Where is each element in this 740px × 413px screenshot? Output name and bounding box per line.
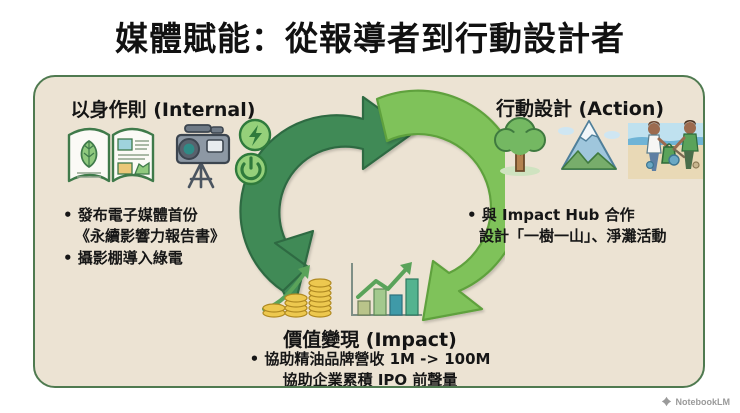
watermark-label: NotebookLM (675, 396, 731, 407)
bullet-internal-2: • 攝影棚導入綠電 (63, 248, 183, 267)
heading-action: 行動設計 (Action) (495, 98, 665, 120)
content-card: 以身作則 (Internal) (33, 75, 705, 388)
mountain-icon (558, 119, 620, 170)
heading-impact: 價值變現 (Impact) (283, 329, 457, 351)
bullet-impact-1: 協助企業累積 IPO 前聲量 (282, 371, 458, 388)
tree-icon (494, 117, 546, 176)
heading-internal: 以身作則 (Internal) (70, 99, 256, 121)
video-camera-icon (175, 118, 272, 189)
bullet-action-1: 設計「一樹一山」、淨灘活動 (479, 227, 667, 246)
icons-action (490, 113, 703, 179)
bullet-action-0: • 與 Impact Hub 合作 (467, 206, 635, 224)
watermark: NotebookLM (661, 396, 731, 407)
page-title: 媒體賦能：從報導者到行動設計者 (115, 19, 625, 58)
bullets-action: • 與 Impact Hub 合作 設計「一樹一山」、淨灘活動 (467, 205, 702, 248)
notebooklm-logo-icon (661, 396, 671, 407)
beach-cleanup-icon (628, 120, 703, 179)
bullet-internal-1: 《永續影響力報告書》 (75, 227, 226, 246)
bullets-internal: • 發布電子媒體首份 《永續影響力報告書》 • 攝影棚導入綠電 (63, 205, 278, 269)
bullet-impact-0: • 協助精油品牌營收 1M -> 100M (249, 350, 491, 368)
lightning-bolt-badge-icon (238, 118, 272, 152)
icons-internal (63, 113, 285, 191)
power-button-badge-icon (234, 152, 268, 186)
icons-impact (260, 259, 426, 321)
coin-stacks-growth-icon (262, 265, 332, 318)
open-book-leaf-icon (67, 127, 155, 183)
bullets-impact: • 協助精油品牌營收 1M -> 100M 協助企業累積 IPO 前聲量 (185, 349, 555, 388)
bar-chart-growth-icon (351, 262, 422, 316)
bullet-internal-0: • 發布電子媒體首份 (63, 206, 198, 224)
